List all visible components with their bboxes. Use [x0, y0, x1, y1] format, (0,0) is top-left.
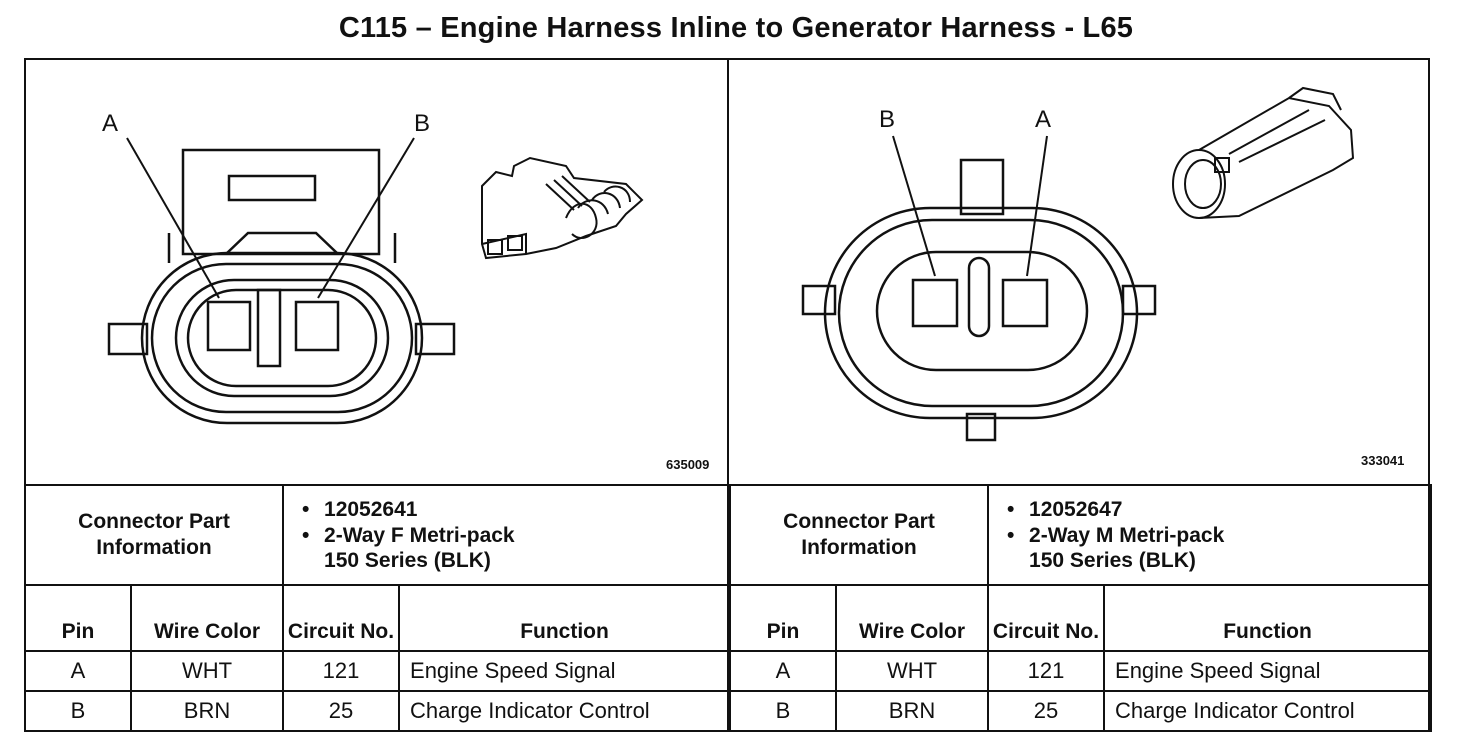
center-key: [256, 288, 282, 368]
pin-cell: A: [24, 650, 132, 692]
circuit-cell: 25: [282, 690, 401, 732]
header-function: Function: [1103, 584, 1433, 652]
pin-label-b: B: [879, 106, 896, 133]
part-number: 12052641: [302, 497, 729, 523]
pin-cell: B: [24, 690, 132, 732]
header-circuit: Circuit No.: [282, 584, 401, 652]
female-connector-diagram: [107, 137, 644, 425]
part-description-line2: 150 Series (BLK): [324, 549, 491, 572]
pin-cell: B: [729, 690, 837, 732]
table-row: B BRN 25 Charge Indicator Control: [24, 690, 732, 732]
center-key: [967, 256, 991, 338]
latch-ramp: [225, 231, 339, 255]
left-ear: [107, 322, 149, 356]
wire-color-cell: BRN: [129, 690, 285, 732]
column-headers: Pin Wire Color Circuit No. Function: [729, 584, 1433, 652]
part-number: 12052647: [1007, 497, 1430, 523]
function-cell: Engine Speed Signal: [398, 650, 732, 692]
part-info-row: Connector Part Information 12052647 2-Wa…: [728, 484, 1433, 586]
figure-id: 333041: [1361, 453, 1405, 468]
panel-divider: [727, 58, 729, 732]
pin-cell: A: [729, 650, 837, 692]
circuit-cell: 121: [282, 650, 401, 692]
header-wire-color: Wire Color: [834, 584, 990, 652]
circuit-cell: 25: [987, 690, 1106, 732]
housing-window: [227, 174, 317, 202]
pin-label-b: B: [414, 110, 431, 137]
terminal-b: [294, 300, 340, 352]
part-info: 12052641 2-Way F Metri-pack 150 Series (…: [282, 484, 732, 586]
outer-oval: [140, 251, 424, 425]
male-connector-thumbnail: [1172, 86, 1355, 219]
table-row: A WHT 121 Engine Speed Signal: [24, 650, 732, 692]
function-cell: Charge Indicator Control: [1103, 690, 1433, 732]
terminal-b: [911, 278, 959, 328]
male-connector-diagram: [801, 86, 1355, 442]
inner-oval: [875, 250, 1089, 372]
leader-b: [317, 137, 415, 299]
leader-b: [892, 135, 936, 277]
part-description-line1: 2-Way M Metri-pack: [1007, 523, 1430, 549]
latch-block: [959, 158, 1005, 216]
terminal-a: [206, 300, 252, 352]
figure-id: 635009: [666, 457, 710, 472]
wire-color-cell: WHT: [834, 650, 990, 692]
leader-a: [1026, 135, 1048, 277]
part-description-line1: 2-Way F Metri-pack: [302, 523, 729, 549]
terminal-a: [1001, 278, 1049, 328]
table-row: B BRN 25 Charge Indicator Control: [729, 690, 1433, 732]
outer-oval: [823, 206, 1139, 420]
column-headers: Pin Wire Color Circuit No. Function: [24, 584, 732, 652]
female-connector-table: Connector Part Information 12052641 2-Wa…: [23, 484, 732, 732]
header-circuit: Circuit No.: [987, 584, 1106, 652]
header-pin: Pin: [729, 584, 837, 652]
mid-oval: [837, 218, 1125, 408]
cavity-oval: [186, 288, 378, 388]
function-cell: Charge Indicator Control: [398, 690, 732, 732]
leader-a: [126, 137, 220, 299]
right-ear: [1121, 284, 1157, 316]
left-ear: [801, 284, 837, 316]
wire-color-cell: BRN: [834, 690, 990, 732]
bottom-key: [965, 412, 997, 442]
housing-top-tab: [181, 148, 381, 256]
part-info-row: Connector Part Information 12052641 2-Wa…: [23, 484, 732, 586]
header-function: Function: [398, 584, 732, 652]
wire-color-cell: WHT: [129, 650, 285, 692]
mid-oval: [150, 262, 414, 414]
part-info: 12052647 2-Way M Metri-pack 150 Series (…: [987, 484, 1433, 586]
male-connector-table: Connector Part Information 12052647 2-Wa…: [728, 484, 1433, 732]
part-description-line2: 150 Series (BLK): [1029, 549, 1196, 572]
female-connector-panel: A B 635009: [26, 58, 728, 484]
circuit-cell: 121: [987, 650, 1106, 692]
right-ear: [414, 322, 456, 356]
male-connector-panel: B A 333041: [729, 58, 1429, 484]
function-cell: Engine Speed Signal: [1103, 650, 1433, 692]
connector-info-label: Connector Part Information: [728, 484, 990, 586]
inner-oval: [174, 278, 390, 398]
pin-label-a: A: [1035, 106, 1052, 133]
table-row: A WHT 121 Engine Speed Signal: [729, 650, 1433, 692]
page-title: C115 – Engine Harness Inline to Generato…: [338, 12, 1134, 44]
female-connector-thumbnail: [481, 156, 644, 260]
header-pin: Pin: [24, 584, 132, 652]
connector-info-label: Connector Part Information: [23, 484, 285, 586]
header-wire-color: Wire Color: [129, 584, 285, 652]
pin-label-a: A: [102, 110, 119, 137]
